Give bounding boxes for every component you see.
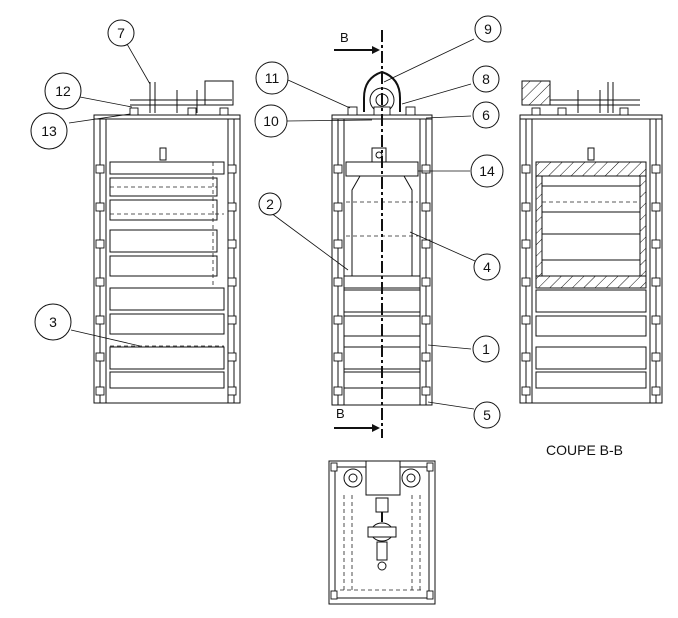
balloon-8: 8 xyxy=(472,65,500,93)
balloon-5: 5 xyxy=(473,401,501,429)
balloon-7: 7 xyxy=(107,19,135,47)
balloon-6: 6 xyxy=(472,101,500,129)
leader-lines xyxy=(68,38,476,410)
balloon-7-label: 7 xyxy=(117,25,125,41)
balloon-14: 14 xyxy=(470,154,504,188)
balloon-3-label: 3 xyxy=(49,314,57,330)
balloon-4: 4 xyxy=(473,253,501,281)
balloon-10-label: 10 xyxy=(263,113,279,129)
balloon-11-label: 11 xyxy=(265,70,280,86)
balloon-1-label: 1 xyxy=(482,341,490,357)
section-letter-top: B xyxy=(340,30,349,45)
balloon-6-label: 6 xyxy=(482,107,490,123)
balloon-14-label: 14 xyxy=(479,163,495,179)
balloon-13-label: 13 xyxy=(41,123,57,139)
balloon-1: 1 xyxy=(472,335,500,363)
section-letter-bottom: B xyxy=(336,406,345,421)
balloon-12: 12 xyxy=(44,72,82,110)
balloon-9-label: 9 xyxy=(484,21,492,37)
balloon-9: 9 xyxy=(474,15,502,43)
balloon-4-label: 4 xyxy=(483,259,491,275)
left-elevation-view xyxy=(93,80,241,404)
balloon-13: 13 xyxy=(30,112,68,150)
balloon-10: 10 xyxy=(254,104,288,138)
section-title: COUPE B-B xyxy=(546,442,623,458)
bottom-plan-view xyxy=(328,460,436,605)
right-section-view xyxy=(519,80,663,404)
balloon-5-label: 5 xyxy=(483,407,491,423)
center-elevation-view xyxy=(331,30,433,438)
balloon-8-label: 8 xyxy=(482,71,490,87)
balloon-3: 3 xyxy=(34,303,72,341)
balloon-11: 11 xyxy=(255,61,289,95)
balloon-2: 2 xyxy=(258,192,282,216)
balloon-2-label: 2 xyxy=(266,196,274,212)
balloon-12-label: 12 xyxy=(55,83,71,99)
